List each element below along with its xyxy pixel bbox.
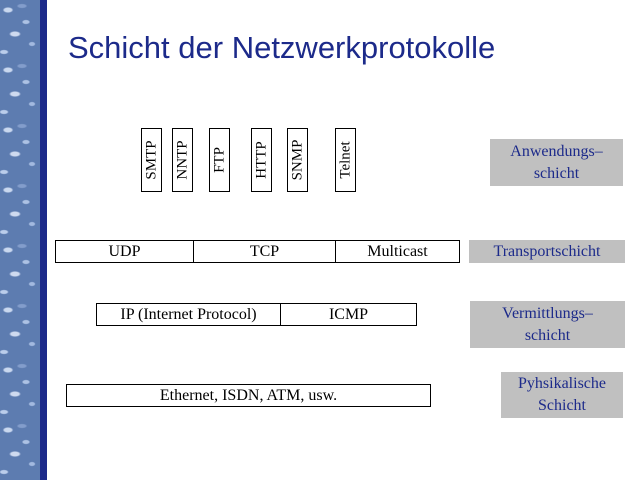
network-protocols-bar: IP (Internet Protocol) ICMP [96,303,417,326]
layer-label-physical: Pyhsikalische Schicht [501,372,623,418]
protocol-box-nntp: NNTP [172,128,193,192]
transport-protocols-bar: UDP TCP Multicast [55,240,460,263]
network-cell-ip: IP (Internet Protocol) [120,305,257,323]
physical-protocols-bar: Ethernet, ISDN, ATM, usw. [66,384,431,407]
layer-label-application: Anwendungs– schicht [490,139,623,186]
page-title: Schicht der Netzwerkprotokolle [68,30,496,65]
layer-label-application-line2: schicht [533,164,580,182]
layer-label-physical-line1: Pyhsikalische [518,375,606,392]
sidebar-rule [40,0,47,480]
layer-label-transport: Transportschicht [469,240,625,263]
layer-label-transport-line1: Transportschicht [493,242,601,260]
decorative-sidebar [0,0,40,480]
layer-label-application-line1: Anwendungs– [510,142,603,160]
layer-label-network: Vermittlungs– schicht [470,301,625,348]
protocol-box-snmp: SNMP [287,128,308,192]
layer-label-physical-line2: Schicht [538,397,586,414]
transport-cell-udp: UDP [108,242,141,260]
transport-cell-tcp: TCP [193,241,335,262]
layer-label-network-line2: schicht [524,326,571,344]
protocol-box-ftp: FTP [209,128,230,192]
layer-label-network-line1: Vermittlungs– [502,304,593,322]
protocol-label-nntp: NNTP [174,140,190,180]
network-cell-icmp: ICMP [280,304,416,325]
protocol-label-smtp: SMTP [143,140,159,180]
protocol-label-telnet: Telnet [337,141,353,179]
protocol-label-http: HTTP [253,141,269,179]
protocol-label-ftp: FTP [211,147,227,173]
protocol-label-snmp: SNMP [289,139,305,181]
transport-cell-multicast: Multicast [335,241,459,262]
physical-cell: Ethernet, ISDN, ATM, usw. [159,386,338,404]
protocol-box-smtp: SMTP [141,128,162,192]
protocol-box-telnet: Telnet [335,128,356,192]
protocol-box-http: HTTP [251,128,272,192]
